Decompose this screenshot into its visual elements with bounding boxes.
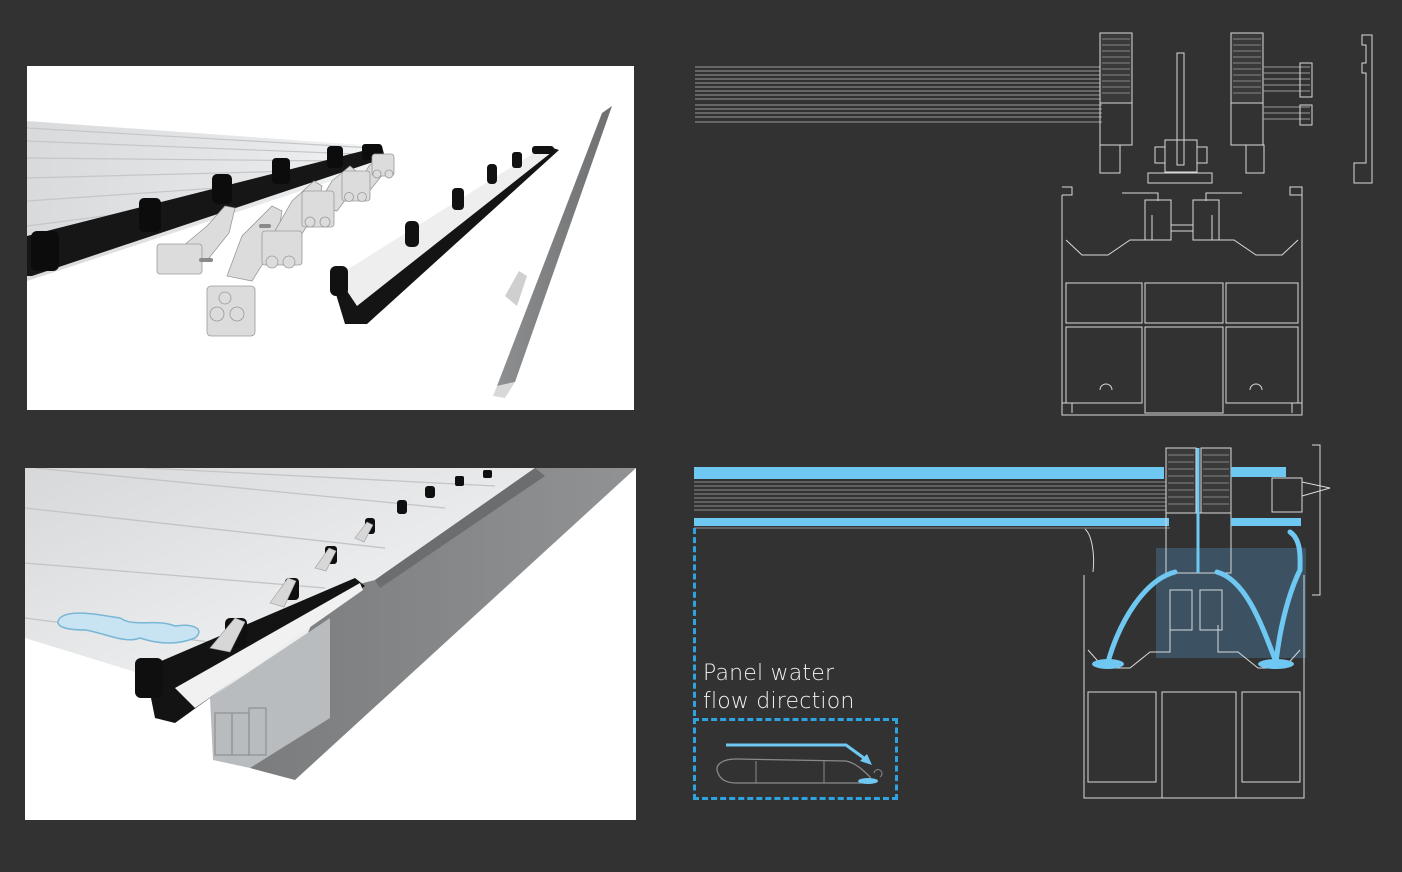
panel-profile-flow-illustration (716, 743, 883, 784)
assembled-roof-illustration (25, 468, 636, 780)
exploded-assembly-render (27, 66, 634, 410)
section-drawing-water (690, 440, 1390, 810)
assembled-render-water (25, 468, 636, 820)
water-flow-cross-section (694, 444, 1331, 799)
panel-flow-callout-box (693, 718, 898, 800)
section-drawing-dry (690, 25, 1390, 425)
exploded-assembly-illustration (27, 106, 612, 398)
arrow-head-icon (860, 754, 872, 765)
annotation-label: Panel water flow direction (703, 660, 855, 716)
callout-connector-line (693, 528, 696, 716)
cross-section-drawing (695, 32, 1373, 416)
annotation-line-1: Panel water (703, 661, 835, 686)
annotation-line-2: flow direction (703, 689, 855, 714)
